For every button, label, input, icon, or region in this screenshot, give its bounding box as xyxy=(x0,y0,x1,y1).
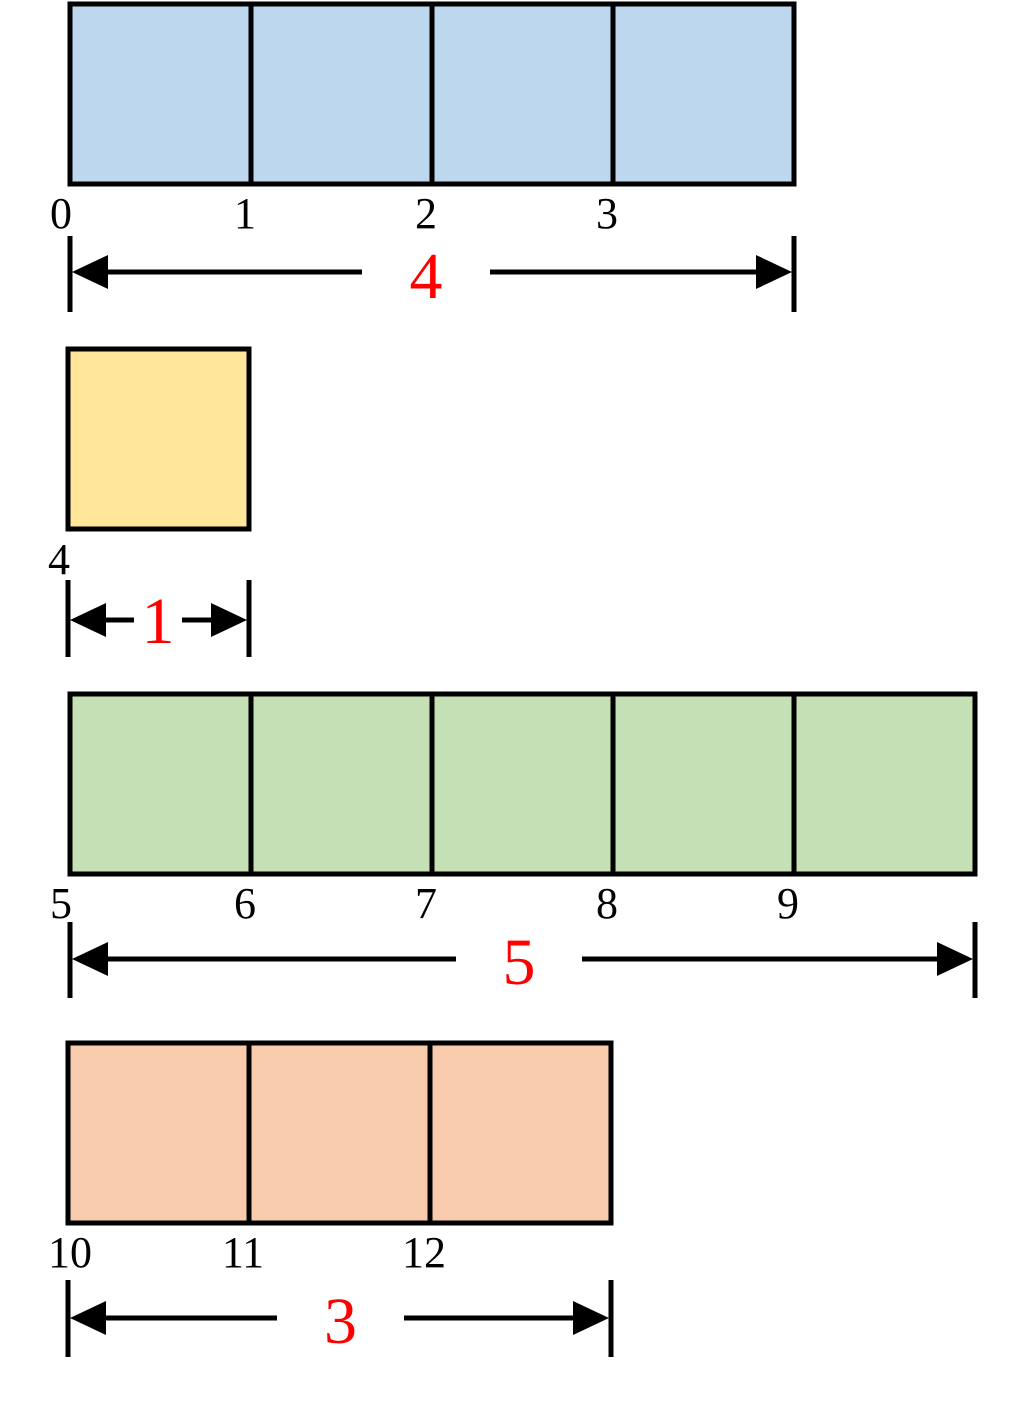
arrowhead-left-icon xyxy=(70,603,106,637)
tick-label: 10 xyxy=(48,1228,92,1277)
unit-cell xyxy=(248,1,435,187)
tick-label: 9 xyxy=(777,879,799,928)
arrowhead-left-icon xyxy=(72,255,108,289)
unit-cell xyxy=(610,691,797,877)
tick-label: 5 xyxy=(50,879,72,928)
unit-cell xyxy=(246,1040,433,1226)
tick-label: 8 xyxy=(596,879,618,928)
arrowhead-left-icon xyxy=(70,1301,106,1335)
segment-row-0: 0 1 2 3 4 xyxy=(50,1,797,313)
segment-length-label: 4 xyxy=(410,240,443,313)
arrowhead-right-icon xyxy=(573,1301,609,1335)
tick-label: 3 xyxy=(596,189,618,238)
tick-label: 12 xyxy=(402,1228,446,1277)
segment-row-3: 10 11 12 3 xyxy=(48,1040,614,1358)
unit-cell xyxy=(248,691,435,877)
tick-label: 4 xyxy=(48,535,70,584)
unit-cell xyxy=(429,1,616,187)
unit-cell xyxy=(791,691,978,877)
segment-length-label: 1 xyxy=(142,585,175,658)
unit-cell xyxy=(427,1040,614,1226)
arrowhead-right-icon xyxy=(937,942,973,976)
tick-label: 1 xyxy=(234,189,256,238)
tick-label: 6 xyxy=(234,879,256,928)
segment-length-label: 3 xyxy=(324,1285,357,1358)
segment-row-2: 5 6 7 8 9 5 xyxy=(50,691,978,999)
unit-cell xyxy=(67,691,254,877)
unit-cell xyxy=(65,1040,252,1226)
unit-cell xyxy=(65,346,252,532)
arrowhead-left-icon xyxy=(72,942,108,976)
segment-length-label: 5 xyxy=(503,926,536,999)
tick-label: 11 xyxy=(222,1228,264,1277)
segment-row-1: 41 xyxy=(48,346,252,658)
unit-cell xyxy=(67,1,254,187)
tick-label: 2 xyxy=(415,189,437,238)
arrowhead-right-icon xyxy=(756,255,792,289)
tick-label: 7 xyxy=(415,879,437,928)
unit-cell xyxy=(429,691,616,877)
unit-cell xyxy=(610,1,797,187)
arrowhead-right-icon xyxy=(211,603,247,637)
tick-label: 0 xyxy=(50,189,72,238)
